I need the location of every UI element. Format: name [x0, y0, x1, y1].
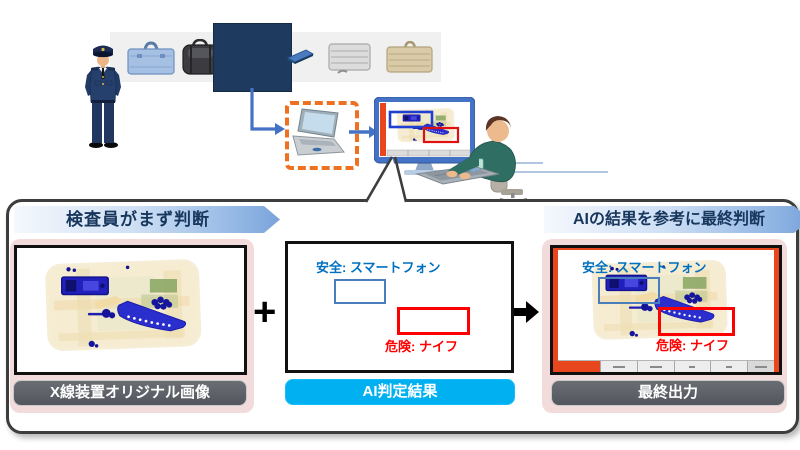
final-safe-bbox: [598, 277, 660, 304]
blue-case-icon: [287, 49, 314, 64]
connector-arrow-machine-to-laptop: [250, 88, 285, 135]
monitor-toolbar: [386, 149, 471, 157]
original-xray-imagebox: [14, 245, 247, 375]
ai-danger-bbox: [397, 307, 470, 335]
ai-result-caption: AI判定結果: [285, 379, 515, 405]
operator-hair: [485, 116, 511, 131]
monitor-stand: [415, 163, 434, 171]
callout-tail: [364, 156, 408, 203]
ai-safe-label: 安全: スマートフォン: [316, 260, 441, 275]
ai-result-caption-label: AI判定結果: [362, 383, 438, 400]
toolbar-button: [710, 361, 747, 372]
blue-briefcase-icon: [127, 41, 175, 75]
security-officer-illustration: [85, 45, 121, 148]
stage2-banner-label: AIの結果を参考に最終判断: [572, 211, 765, 228]
original-image-caption-label: X線装置オリジナル画像: [49, 384, 210, 401]
toolbar-button: [673, 361, 711, 372]
operator-illustration: [415, 116, 608, 200]
final-danger-label: 危険: ナイフ: [656, 338, 729, 353]
arrow-right-icon: [514, 301, 539, 323]
original-xray-image: [17, 248, 244, 372]
ai-result-box: 安全: スマートフォン 危険: ナイフ: [285, 241, 514, 373]
monitor-danger-bbox: [422, 126, 460, 144]
final-output-caption-label: 最終出力: [637, 384, 698, 401]
toolbar-button: [747, 361, 774, 372]
final-output-imagebox: 安全: スマートフォン 危険: ナイフ: [550, 245, 782, 375]
final-output-caption: 最終出力: [551, 380, 785, 406]
monitor-icon: [374, 97, 475, 175]
toolbar-button: [600, 361, 637, 372]
final-safe-label: 安全: スマートフォン: [582, 260, 707, 275]
black-bag-icon: [182, 39, 219, 75]
original-image-caption: X線装置オリジナル画像: [13, 380, 247, 406]
stage2-banner: AIの結果を参考に最終判断: [544, 206, 800, 233]
final-danger-bbox: [658, 307, 735, 336]
operator-arm: [448, 152, 479, 176]
alert-frame: [553, 248, 779, 372]
toolbar-button: [636, 361, 674, 372]
monitor-alert-bar: [380, 103, 386, 156]
alert-toolbar: [558, 360, 774, 372]
operator-head: [487, 120, 509, 142]
officer-tie: [101, 68, 105, 79]
officer-shoe: [104, 142, 118, 148]
toolbar-alert-segment: [558, 361, 600, 372]
tan-briefcase-icon: [386, 41, 433, 73]
stage1-banner: 検査員がまず判断: [14, 206, 280, 233]
monitor-safe-bbox: [388, 110, 434, 129]
silver-suitcase-icon: [328, 43, 371, 74]
ai-dashed-highlight: [285, 101, 359, 170]
plus-icon: +: [253, 290, 277, 334]
xray-machine-box: [213, 23, 292, 92]
ai-safe-bbox: [334, 279, 386, 304]
officer-shoe: [89, 142, 103, 148]
stage1-banner-label: 検査員がまず判断: [66, 210, 210, 229]
laptop-icon: [292, 108, 345, 156]
ai-danger-label: 危険: ナイフ: [385, 339, 458, 354]
